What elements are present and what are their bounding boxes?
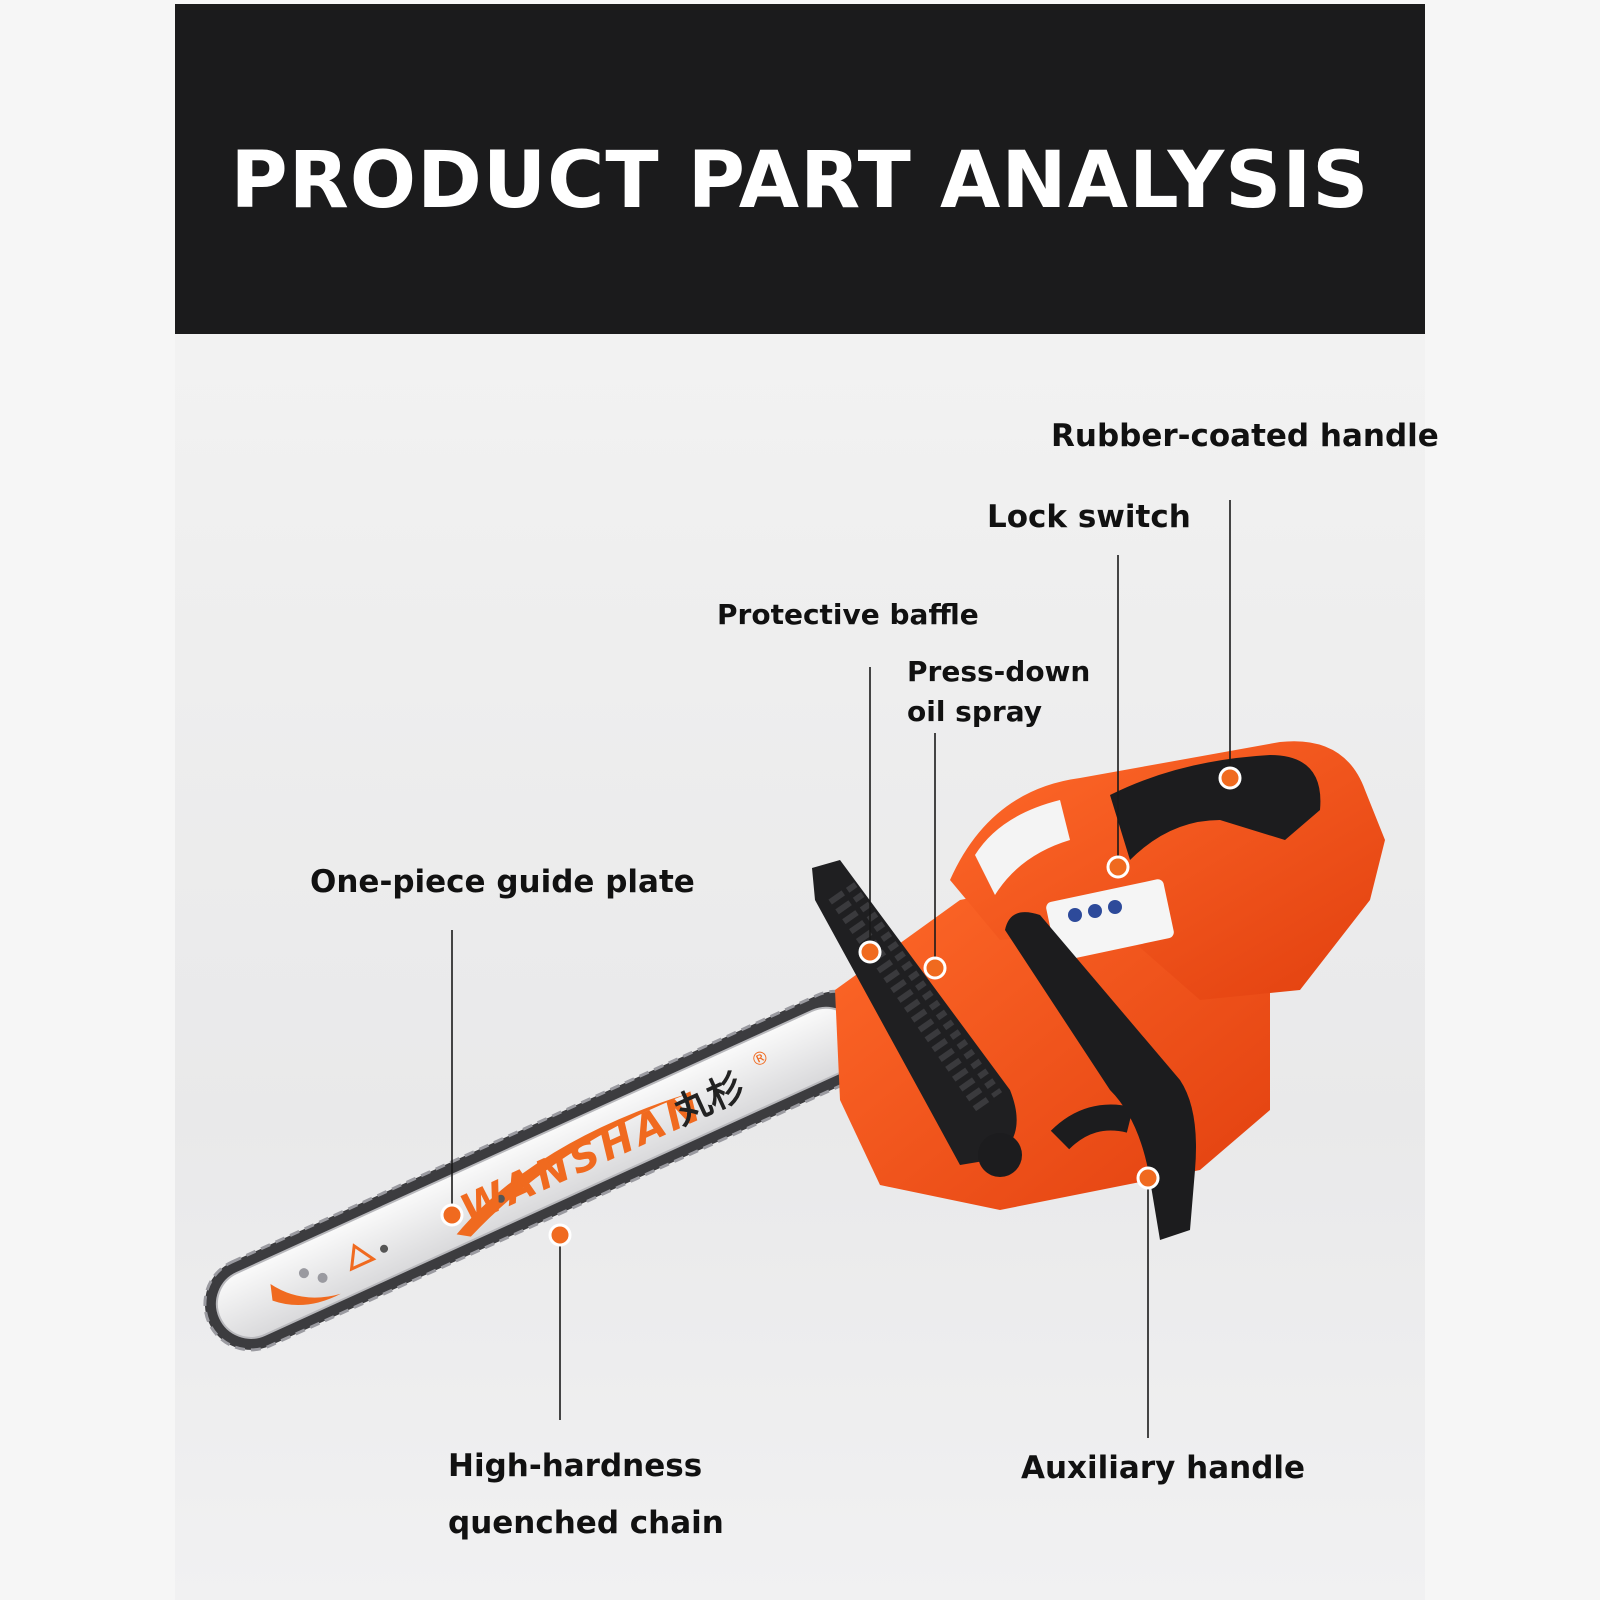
label-lock-switch: Lock switch (987, 499, 1191, 535)
warning-triangle-icon (349, 1243, 377, 1272)
label-aux-handle: Auxiliary handle (1021, 1450, 1306, 1486)
marker-guide-plate (440, 1203, 464, 1227)
label-rubber-handle: Rubber-coated handle (1051, 418, 1439, 454)
spec-sticker (1046, 879, 1174, 961)
marker-rubber-handle (1218, 766, 1242, 790)
rubber-handle (1110, 755, 1321, 860)
warning-sticker (975, 800, 1070, 895)
label-chain-line1: High-hardness (448, 1448, 703, 1484)
callout-lines (451, 500, 1231, 1438)
label-oil-spray: Press-down oil spray (907, 652, 1090, 732)
label-oil-spray-line2: oil spray (907, 695, 1042, 728)
marker-oil-spray (923, 956, 947, 980)
label-chain-line2: quenched chain (448, 1505, 724, 1541)
guide-bar: WANSHAN 丸杉 ® (203, 989, 884, 1352)
marker-aux-handle (1136, 1166, 1160, 1190)
label-oil-spray-line1: Press-down (907, 655, 1091, 688)
marker-chain (548, 1223, 572, 1247)
marker-protective-baffle (858, 940, 882, 964)
auxiliary-handle (1005, 912, 1196, 1240)
label-chain: High-hardness quenched chain (448, 1438, 724, 1552)
label-protective-baffle: Protective baffle (717, 598, 979, 631)
label-guide-plate: One-piece guide plate (310, 864, 695, 900)
page-title: PRODUCT PART ANALYSIS (230, 136, 1370, 226)
marker-lock-switch (1106, 855, 1130, 879)
title-banner: PRODUCT PART ANALYSIS (175, 4, 1425, 334)
